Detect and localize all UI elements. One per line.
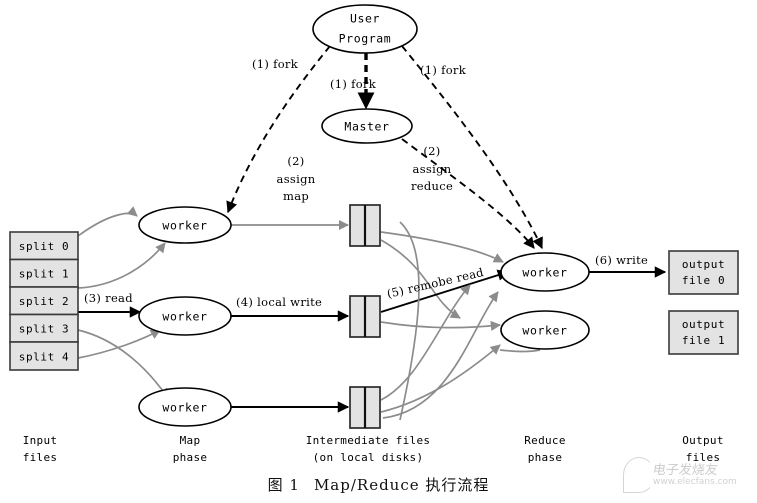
phase-label-output-line2: files xyxy=(686,451,721,464)
input-split-4-box[interactable] xyxy=(9,341,79,371)
input-split-0-label: split 0 xyxy=(19,240,70,253)
output-file-1-box[interactable] xyxy=(668,310,739,355)
edge-reduce2-tail xyxy=(499,349,541,353)
reduce-worker-2[interactable]: worker xyxy=(500,310,590,350)
master-label: Master xyxy=(344,120,389,134)
map-worker-1-label: worker xyxy=(162,219,207,233)
map-worker-3-label: worker xyxy=(162,401,207,415)
map-worker-2-ellipse[interactable] xyxy=(138,296,232,336)
map-worker-2[interactable]: worker xyxy=(138,296,232,336)
phase-label-map-line1: Map xyxy=(180,434,201,447)
step-label-assign-map-line1: (2) xyxy=(287,154,304,168)
edge-assign-reduce xyxy=(401,138,535,249)
edge-inter2-to-reduce2 xyxy=(380,320,502,331)
phase-label-map-line2: phase xyxy=(173,451,208,464)
edge-inter3-to-reduce1 xyxy=(380,284,471,401)
output-file-0-label-line2: file 0 xyxy=(682,274,725,287)
edge-split0-to-worker1 xyxy=(77,206,138,237)
step-label-read: (3) read xyxy=(84,291,133,305)
input-split-0-box[interactable] xyxy=(9,231,79,261)
edge-group-shuffle xyxy=(380,221,510,421)
phase-label-input-line1: Input xyxy=(23,434,58,447)
edge-fork-left xyxy=(226,45,331,214)
step-label-assign-reduce-line3: reduce xyxy=(411,179,453,193)
input-splits-stack: split 0 split 1 split 2 split 3 split 4 xyxy=(9,231,79,371)
edge-inter2-to-reduce1 xyxy=(380,269,510,313)
output-file-0[interactable]: output file 0 xyxy=(668,250,739,295)
reduce-worker-1-ellipse[interactable] xyxy=(500,252,590,292)
input-split-2-box[interactable] xyxy=(9,286,79,316)
map-worker-1-ellipse[interactable] xyxy=(138,206,232,244)
step-label-fork-center: (1) fork xyxy=(330,77,377,91)
input-split-3-label: split 3 xyxy=(19,323,70,336)
edge-split4-to-worker3 xyxy=(77,329,161,359)
edge-group-output xyxy=(499,266,667,353)
phase-label-reduce-line2: phase xyxy=(528,451,563,464)
figure-caption: 图 1 Map/Reduce 执行流程 xyxy=(0,474,757,495)
edge-group-input-to-map xyxy=(77,206,169,399)
user-program-label-line1: User xyxy=(350,12,380,26)
figure-caption-number: 图 1 xyxy=(267,476,300,494)
step-label-assign-map-line3: map xyxy=(283,189,309,203)
intermediate-file-2[interactable] xyxy=(349,295,381,338)
map-worker-1[interactable]: worker xyxy=(138,206,232,244)
step-label-fork-right: (1) fork xyxy=(420,63,467,77)
output-file-1-label-line2: file 1 xyxy=(682,334,725,347)
node-master[interactable]: Master xyxy=(321,108,413,144)
step-label-local-write: (4) local write xyxy=(236,295,322,309)
phase-label-reduce-line1: Reduce xyxy=(524,434,566,447)
map-worker-2-label: worker xyxy=(162,310,207,324)
map-worker-3[interactable]: worker xyxy=(138,387,232,427)
step-label-fork-left: (1) fork xyxy=(252,57,299,71)
edge-group-map-to-intermediate xyxy=(231,219,350,413)
edge-inter3-to-reduce2 xyxy=(380,344,501,413)
input-split-1-label: split 1 xyxy=(19,268,70,281)
step-label-assign-reduce-line2: assign xyxy=(413,162,452,176)
master-ellipse[interactable] xyxy=(321,108,413,144)
input-split-2-label: split 2 xyxy=(19,295,70,308)
reduce-worker-1-label: worker xyxy=(522,266,567,280)
reduce-worker-2-label: worker xyxy=(522,324,567,338)
input-split-4-label: split 4 xyxy=(19,351,70,364)
edge-inter1-to-reduce1 xyxy=(380,231,504,263)
figure-caption-title: Map/Reduce 执行流程 xyxy=(313,476,490,494)
output-file-1[interactable]: output file 1 xyxy=(668,310,739,355)
edge-inter1-sweep-down xyxy=(399,221,420,421)
user-program-ellipse[interactable] xyxy=(312,4,418,54)
phase-label-output-line1: Output xyxy=(682,434,724,447)
node-user-program[interactable]: User Program xyxy=(312,4,418,54)
phase-label-intermediate-line1: Intermediate files xyxy=(306,434,431,447)
phase-label-intermediate-line2: (on local disks) xyxy=(313,451,424,464)
map-worker-3-ellipse[interactable] xyxy=(138,387,232,427)
output-file-1-label-line1: output xyxy=(682,318,725,331)
user-program-label-line2: Program xyxy=(339,32,392,46)
edge-split1-to-worker1 xyxy=(77,242,166,289)
output-file-0-label-line1: output xyxy=(682,258,725,271)
reduce-worker-2-ellipse[interactable] xyxy=(500,310,590,350)
step-label-assign-map-line2: assign xyxy=(277,172,316,186)
edge-group-control xyxy=(226,45,543,250)
reduce-worker-1[interactable]: worker xyxy=(500,252,590,292)
edge-fork-right xyxy=(401,45,543,250)
intermediate-file-1[interactable] xyxy=(349,204,381,247)
edge-split3-to-worker2 xyxy=(77,329,169,399)
step-label-write: (6) write xyxy=(595,253,648,267)
edge-inter3-sweep-up xyxy=(382,291,499,419)
phase-label-input-line2: files xyxy=(23,451,58,464)
intermediate-file-3[interactable] xyxy=(349,386,381,429)
step-label-assign-reduce-line1: (2) xyxy=(423,144,440,158)
output-file-0-box[interactable] xyxy=(668,250,739,295)
input-split-1-box[interactable] xyxy=(9,258,79,288)
